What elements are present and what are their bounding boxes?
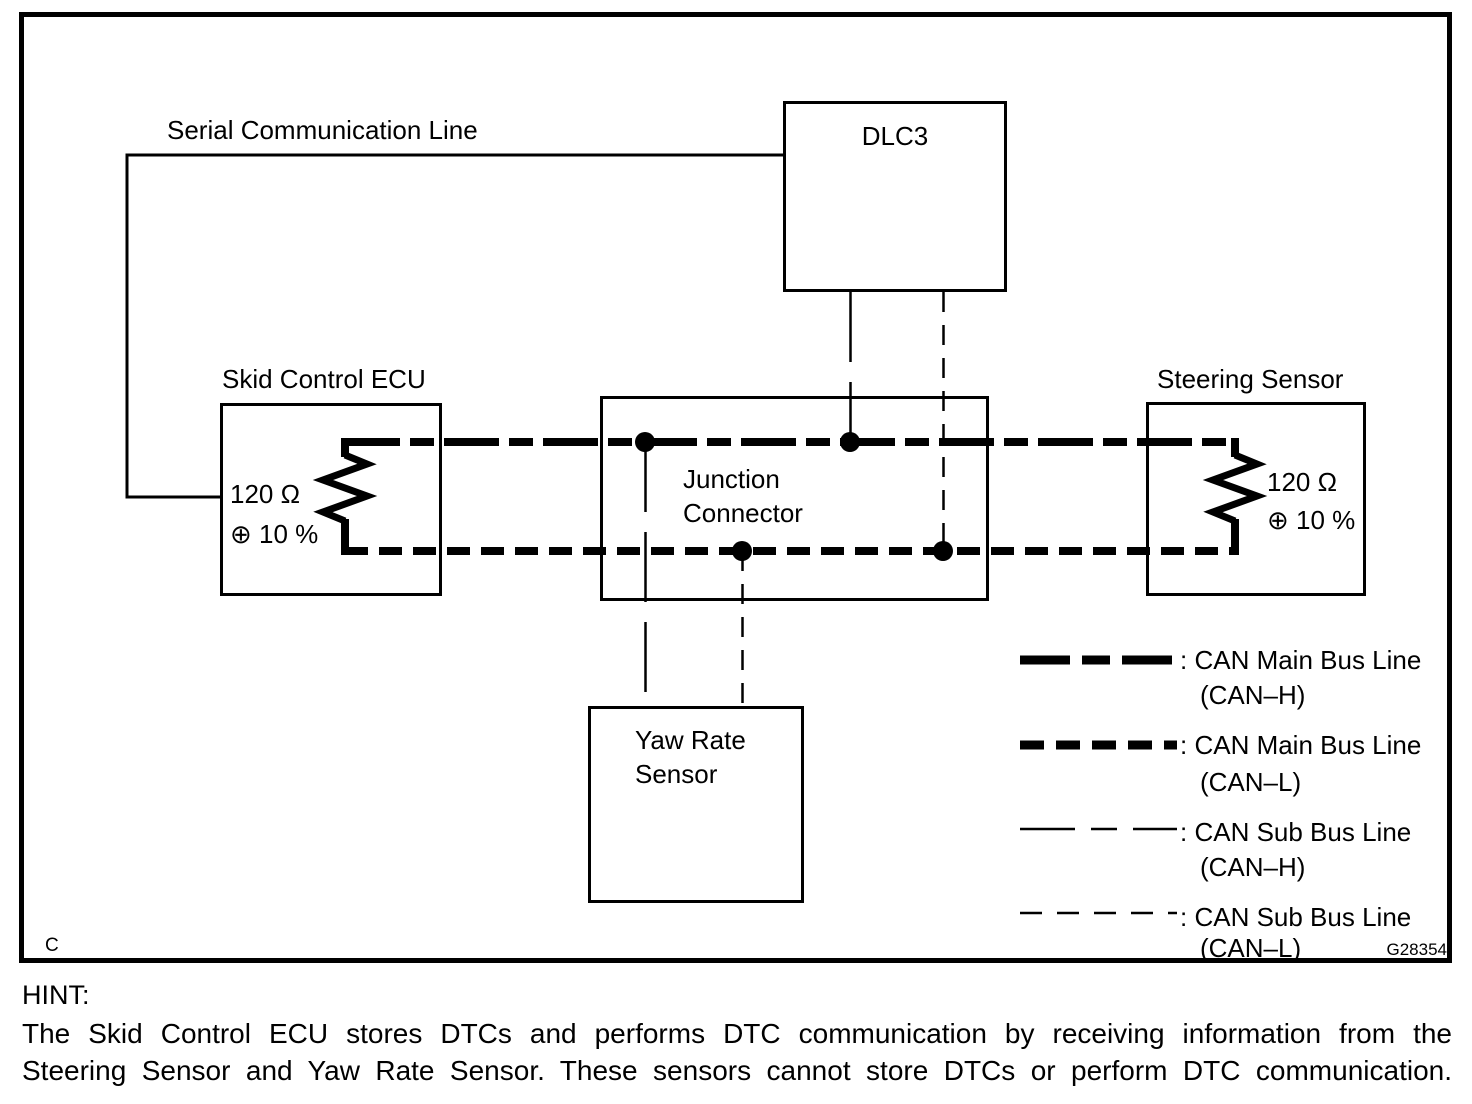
resistor-right-tolerance: ⊕ 10 % bbox=[1267, 505, 1356, 535]
junction-connector-label-line1: Junction bbox=[683, 464, 780, 494]
resistor-left-tolerance: ⊕ 10 % bbox=[230, 519, 319, 549]
legend-label-main-l: : CAN Main Bus Line bbox=[1180, 730, 1422, 760]
resistor-left-value: 120 Ω bbox=[230, 479, 301, 509]
legend-label-sub-l: : CAN Sub Bus Line bbox=[1180, 902, 1412, 932]
legend-sub-sub-h: (CAN–H) bbox=[1200, 852, 1306, 882]
diagram-frame bbox=[19, 12, 1452, 963]
legend-label-main-h: : CAN Main Bus Line bbox=[1180, 645, 1422, 675]
yaw-rate-sensor-label-line1: Yaw Rate bbox=[635, 725, 746, 755]
legend-sub-sub-l: (CAN–L) bbox=[1200, 933, 1302, 963]
dlc3-box bbox=[783, 101, 1007, 292]
steering-sensor-box bbox=[1146, 402, 1366, 596]
yaw-rate-sensor-box bbox=[588, 706, 804, 903]
skid-control-ecu-label: Skid Control ECU bbox=[222, 364, 426, 394]
hint-title: HINT: bbox=[22, 980, 90, 1010]
legend-label-sub-h: : CAN Sub Bus Line bbox=[1180, 817, 1412, 847]
yaw-rate-sensor-label-line2: Sensor bbox=[635, 759, 718, 789]
hint-text-line2: Steering Sensor and Yaw Rate Sensor. The… bbox=[22, 1055, 1452, 1086]
legend-sub-main-l: (CAN–L) bbox=[1200, 767, 1302, 797]
hint-text-line1: The Skid Control ECU stores DTCs and per… bbox=[22, 1018, 1452, 1049]
junction-connector-box bbox=[600, 396, 989, 601]
steering-sensor-label: Steering Sensor bbox=[1157, 364, 1344, 394]
corner-mark: C bbox=[45, 935, 59, 956]
figure-code: G28354 bbox=[1386, 940, 1448, 959]
legend-sub-main-h: (CAN–H) bbox=[1200, 680, 1306, 710]
resistor-right-value: 120 Ω bbox=[1267, 467, 1338, 497]
dlc3-label: DLC3 bbox=[861, 121, 929, 151]
junction-connector-label-line2: Connector bbox=[683, 498, 803, 528]
serial-communication-line-label: Serial Communication Line bbox=[167, 115, 478, 145]
